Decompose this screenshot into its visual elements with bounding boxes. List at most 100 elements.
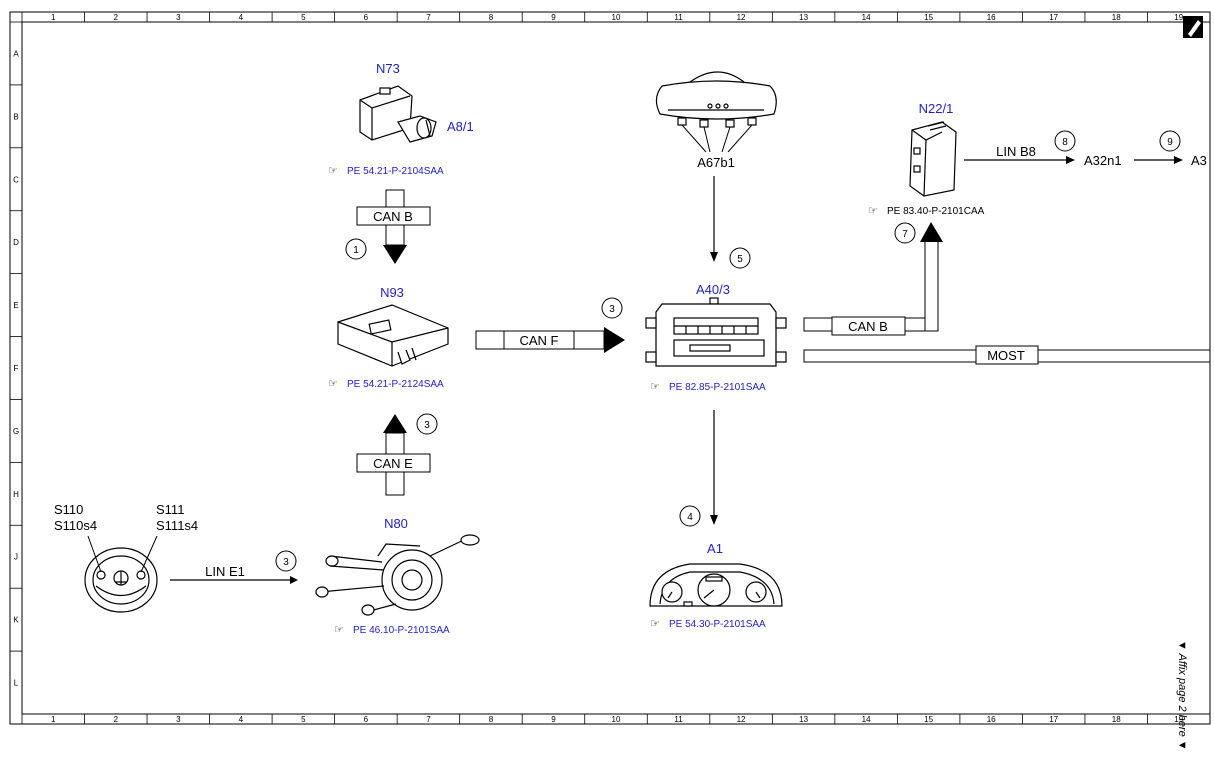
s111s4-label: S111s4 <box>156 518 198 533</box>
grid-col-top-label-19: 19 <box>1174 13 1183 22</box>
grid-col-top-label-12: 12 <box>737 13 746 22</box>
marker-1: 1 <box>353 245 359 256</box>
lin-b8-label: LIN B8 <box>996 144 1036 159</box>
grid-col-bottom-label-7: 7 <box>426 715 431 724</box>
edit-pencil-icon[interactable] <box>1183 16 1203 38</box>
grid-col-top-label-1: 1 <box>51 13 56 22</box>
can-f-link-n93-a40-3: CAN F 3 <box>475 297 625 353</box>
rearview-mirror-icon <box>655 71 777 128</box>
grid-col-bottom-label-5: 5 <box>301 715 306 724</box>
grid-col-top-label-11: 11 <box>674 13 683 22</box>
s110-label: S110 <box>54 502 83 517</box>
a3-cut-label: A3 <box>1191 153 1207 168</box>
n93-reference: PE 54.21-P-2124SAA <box>347 379 444 390</box>
grid-col-bottom-label-14: 14 <box>862 715 871 724</box>
grid-col-bottom-label-19: 19 <box>1174 715 1183 724</box>
can-f-label: CAN F <box>520 333 559 348</box>
affix-page-note: ▼ Affix page 2 here ▼ <box>1176 640 1206 770</box>
steering-column-switch-icon <box>315 534 480 616</box>
can-e-label: CAN E <box>373 456 413 471</box>
grid-col-top-label-17: 17 <box>1049 13 1058 22</box>
a40-3-reference: PE 82.85-P-2101SAA <box>669 382 766 393</box>
n73-ignition-switch[interactable]: N73 A8/1 ☞ PE 54.21-P-2104SAA <box>328 61 474 177</box>
grid-col-bottom-label-16: 16 <box>987 715 996 724</box>
n93-label: N93 <box>380 285 404 300</box>
instrument-cluster-icon <box>649 563 783 607</box>
grid-row-label-L: L <box>14 679 19 688</box>
a32n1-label: A32n1 <box>1084 153 1122 168</box>
reference-hand-icon: ☞ <box>334 624 344 636</box>
grid-row-label-J: J <box>14 553 18 562</box>
a67b1-rearview-mirror[interactable]: A67b1 <box>655 71 777 170</box>
ignition-switch-icon <box>359 85 437 143</box>
s110s4-label: S110s4 <box>54 518 97 533</box>
link-a40-3-a1: 4 <box>679 410 718 527</box>
grid-col-bottom-label-18: 18 <box>1112 715 1121 724</box>
reference-hand-icon: ☞ <box>650 381 660 393</box>
grid-col-bottom-label-3: 3 <box>176 715 181 724</box>
n80-label: N80 <box>384 516 408 531</box>
marker-4: 4 <box>687 512 693 523</box>
reference-hand-icon: ☞ <box>328 165 338 177</box>
n22-1-label: N22/1 <box>919 101 954 116</box>
grid-col-top-label-7: 7 <box>426 13 431 22</box>
grid-col-bottom-label-15: 15 <box>924 715 933 724</box>
n93-module[interactable]: N93 ☞ PE 54.21-P-2124SAA <box>328 285 449 390</box>
grid-col-top-label-18: 18 <box>1112 13 1121 22</box>
grid-col-top-label-8: 8 <box>489 13 494 22</box>
grid-col-bottom-label-8: 8 <box>489 715 494 724</box>
can-b-link-a40-3-n22-1: CAN B 7 <box>803 222 943 336</box>
grid-col-bottom-label-2: 2 <box>114 715 119 724</box>
grid-col-top-label-13: 13 <box>799 13 808 22</box>
steering-wheel-switches[interactable]: S110 S110s4 S111 S111s4 <box>54 502 198 613</box>
affix-page-label: ▼ Affix page 2 here ▼ <box>1176 640 1188 751</box>
link-a67b1-a40-3: 5 <box>710 176 751 269</box>
can-b-link-n73-n93: CAN B 1 <box>345 189 431 264</box>
a1-instrument-cluster[interactable]: A1 ☞ PE 54.30-P-2101SAA <box>649 541 783 630</box>
a8-1-label: A8/1 <box>447 119 474 134</box>
grid-row-label-G: G <box>13 427 19 436</box>
reference-hand-icon: ☞ <box>868 205 878 217</box>
s111-label: S111 <box>156 502 184 517</box>
n80-reference: PE 46.10-P-2101SAA <box>353 625 450 636</box>
a67b1-label: A67b1 <box>697 155 735 170</box>
lin-b8-link: LIN B8 8 A32n1 9 A3 <box>964 130 1207 168</box>
lin-e1-link: LIN E1 3 <box>170 550 298 584</box>
marker-3-lin: 3 <box>283 557 289 568</box>
reference-hand-icon: ☞ <box>328 378 338 390</box>
grid-col-bottom-label-1: 1 <box>51 715 56 724</box>
grid-row-label-K: K <box>13 616 19 625</box>
marker-7: 7 <box>902 229 908 240</box>
a40-3-head-unit[interactable]: A40/3 ☞ PE 82.85-P-2101SAA <box>645 282 787 393</box>
n80-steering-column-module[interactable]: N80 ☞ PE 46.10-P-2101SAA <box>315 516 480 636</box>
diagram-frame <box>9 11 1211 725</box>
grid-col-top-label-10: 10 <box>612 13 621 22</box>
lin-e1-label: LIN E1 <box>205 564 245 579</box>
grid-col-bottom-label-13: 13 <box>799 715 808 724</box>
grid-col-top-label-2: 2 <box>114 13 119 22</box>
grid-row-label-D: D <box>13 238 19 247</box>
can-b-top-label: CAN B <box>373 209 413 224</box>
control-panel-icon <box>909 121 957 197</box>
grid-col-top-label-6: 6 <box>364 13 369 22</box>
grid-col-top-label-5: 5 <box>301 13 306 22</box>
grid-col-bottom-label-9: 9 <box>551 715 556 724</box>
n22-1-reference: PE 83.40-P-2101CAA <box>887 206 985 217</box>
reference-hand-icon: ☞ <box>650 618 660 630</box>
grid-row-label-A: A <box>13 49 19 58</box>
grid-col-bottom-label-6: 6 <box>364 715 369 724</box>
grid-col-bottom-label-17: 17 <box>1049 715 1058 724</box>
grid-col-top-label-9: 9 <box>551 13 556 22</box>
grid-col-top-label-16: 16 <box>987 13 996 22</box>
diagram-inner-frame <box>21 21 1211 715</box>
a1-label: A1 <box>707 541 723 556</box>
grid-col-top-label-15: 15 <box>924 13 933 22</box>
a1-reference: PE 54.30-P-2101SAA <box>669 619 766 630</box>
grid-col-top-label-4: 4 <box>239 13 244 22</box>
grid-col-bottom-label-12: 12 <box>737 715 746 724</box>
n22-1-module[interactable]: N22/1 ☞ PE 83.40-P-2101CAA <box>868 101 985 217</box>
grid-col-top-label-14: 14 <box>862 13 871 22</box>
